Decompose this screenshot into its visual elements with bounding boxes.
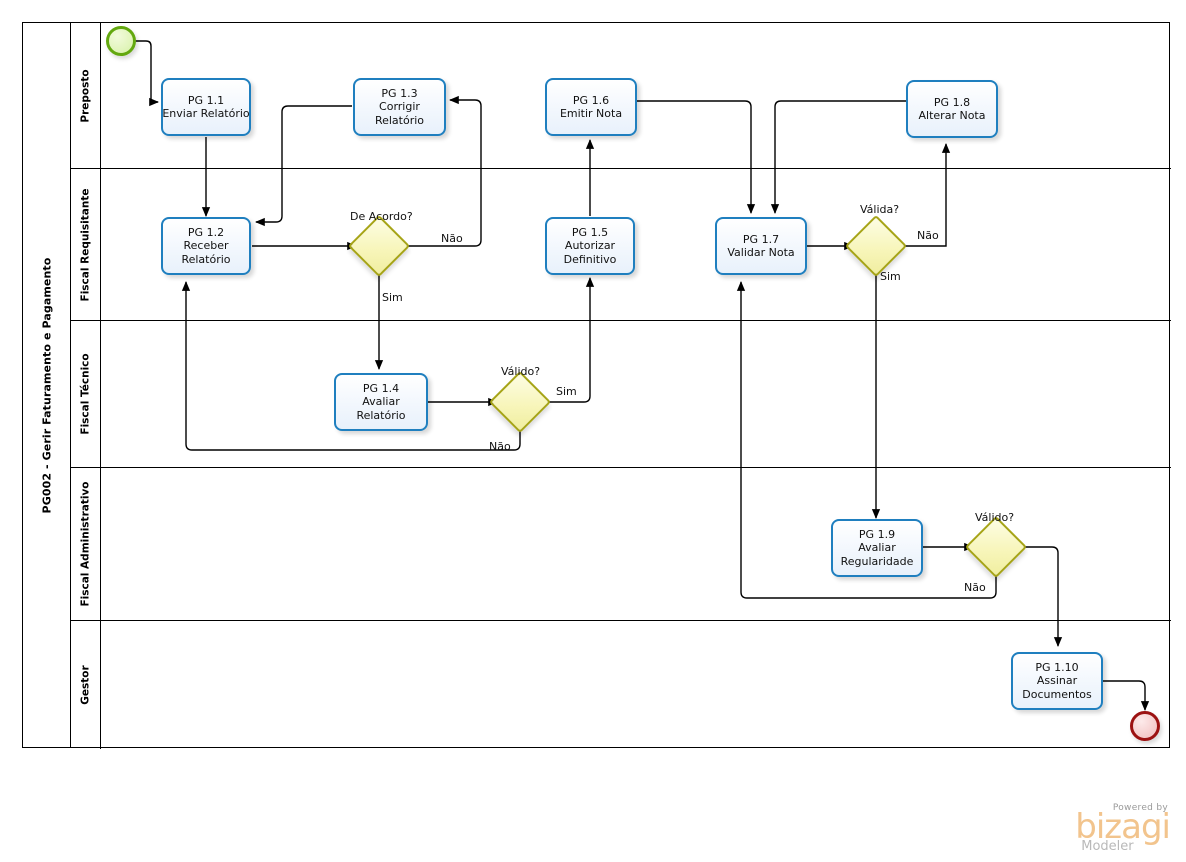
task-pg1-5-line-3: Definitivo: [563, 252, 617, 266]
task-pg1-1-line-2: Enviar Relatório: [162, 107, 250, 120]
gateway-label-valida-nota: Válida?: [860, 203, 900, 216]
task-pg1-4-line-3: Relatório: [356, 408, 406, 422]
lane-header-preposto: Preposto: [71, 23, 101, 168]
task-pg1-5[interactable]: PG 1.5 Autorizar Definitivo: [545, 217, 635, 275]
lane-label-fiscal-administrativo: Fiscal Administrativo: [79, 481, 92, 607]
task-pg1-4-line-2: Avaliar: [362, 395, 400, 409]
task-pg1-4-line-1: PG 1.4: [362, 381, 400, 395]
pool-title: PG002 - Gerir Faturamento e Pagamento: [40, 257, 54, 513]
pool-title-header: PG002 - Gerir Faturamento e Pagamento: [23, 23, 71, 747]
gateway-label-de-acordo: De Acordo?: [350, 210, 413, 223]
lane-fiscal-requisitante[interactable]: Fiscal Requisitante: [71, 169, 1171, 321]
task-pg1-9[interactable]: PG 1.9 Avaliar Regularidade: [831, 519, 923, 577]
lane-preposto[interactable]: Preposto: [71, 23, 1171, 169]
end-event[interactable]: [1130, 711, 1160, 741]
task-pg1-8-line-2: Alterar Nota: [918, 109, 986, 122]
flow-label-de-acordo-sim: Sim: [382, 291, 403, 304]
task-pg1-10[interactable]: PG 1.10 Assinar Documentos: [1011, 652, 1103, 710]
lane-header-fiscal-administrativo: Fiscal Administrativo: [71, 468, 101, 620]
lane-fiscal-administrativo[interactable]: Fiscal Administrativo: [71, 468, 1171, 621]
task-pg1-4[interactable]: PG 1.4 Avaliar Relatório: [334, 373, 428, 431]
lane-gestor[interactable]: Gestor: [71, 621, 1171, 749]
task-pg1-7-line-2: Validar Nota: [727, 246, 795, 259]
gateway-label-valido-relatorio: Válido?: [501, 365, 541, 378]
lane-fiscal-tecnico[interactable]: Fiscal Técnico: [71, 321, 1171, 468]
task-pg1-3-line-2: Corrigir: [379, 100, 420, 114]
start-event[interactable]: [106, 26, 136, 56]
task-pg1-8-line-1: PG 1.8: [933, 95, 971, 109]
flow-label-valido-regularidade-nao: Não: [964, 581, 986, 594]
flow-label-valido-relatorio-sim: Sim: [556, 385, 577, 398]
bizagi-branding: Powered by bizagi Modeler: [1075, 802, 1171, 854]
task-pg1-3-line-1: PG 1.3: [381, 86, 418, 100]
task-pg1-10-line-1: PG 1.10: [1035, 660, 1079, 674]
task-pg1-5-line-1: PG 1.5: [571, 225, 609, 239]
flow-label-de-acordo-nao: Não: [441, 232, 463, 245]
task-pg1-2-line-3: Relatório: [181, 252, 231, 266]
task-pg1-2-line-2: Receber: [183, 239, 229, 253]
bizagi-logo-text: bizagi: [1075, 806, 1171, 847]
lane-label-fiscal-tecnico: Fiscal Técnico: [79, 353, 92, 435]
bizagi-edition-label: Modeler: [1081, 839, 1134, 854]
task-pg1-6[interactable]: PG 1.6 Emitir Nota: [545, 78, 637, 136]
task-pg1-3[interactable]: PG 1.3 Corrigir Relatório: [353, 78, 446, 136]
task-pg1-9-line-2: Avaliar: [858, 541, 896, 555]
task-pg1-8[interactable]: PG 1.8 Alterar Nota: [906, 80, 998, 138]
lane-header-fiscal-tecnico: Fiscal Técnico: [71, 321, 101, 467]
task-pg1-1-line-1: PG 1.1: [187, 93, 225, 107]
task-pg1-5-line-2: Autorizar: [564, 239, 616, 253]
task-pg1-1[interactable]: PG 1.1 Enviar Relatório: [161, 78, 251, 136]
gateway-label-valido-regularidade: Válido?: [975, 511, 1015, 524]
task-pg1-10-line-3: Documentos: [1022, 687, 1092, 701]
powered-by-label: Powered by: [1112, 802, 1168, 813]
task-pg1-7[interactable]: PG 1.7 Validar Nota: [715, 217, 807, 275]
flow-label-valido-relatorio-nao: Não: [489, 440, 511, 453]
flow-label-valida-nota-nao: Não: [917, 229, 939, 242]
lane-label-preposto: Preposto: [79, 68, 92, 123]
lane-header-gestor: Gestor: [71, 621, 101, 749]
flow-label-valida-nota-sim: Sim: [880, 270, 901, 283]
task-pg1-6-line-2: Emitir Nota: [559, 107, 623, 120]
task-pg1-2[interactable]: PG 1.2 Receber Relatório: [161, 217, 251, 275]
lane-label-gestor: Gestor: [79, 665, 92, 705]
task-pg1-3-line-3: Relatório: [374, 113, 425, 127]
task-pg1-10-line-2: Assinar: [1036, 674, 1078, 688]
task-pg1-2-line-1: PG 1.2: [187, 225, 225, 239]
task-pg1-7-line-1: PG 1.7: [742, 232, 780, 246]
lane-label-fiscal-requisitante: Fiscal Requisitante: [79, 188, 92, 301]
task-pg1-6-line-1: PG 1.6: [572, 93, 610, 107]
task-pg1-9-line-3: Regularidade: [840, 554, 914, 568]
lane-header-fiscal-requisitante: Fiscal Requisitante: [71, 169, 101, 320]
task-pg1-9-line-1: PG 1.9: [858, 527, 896, 541]
